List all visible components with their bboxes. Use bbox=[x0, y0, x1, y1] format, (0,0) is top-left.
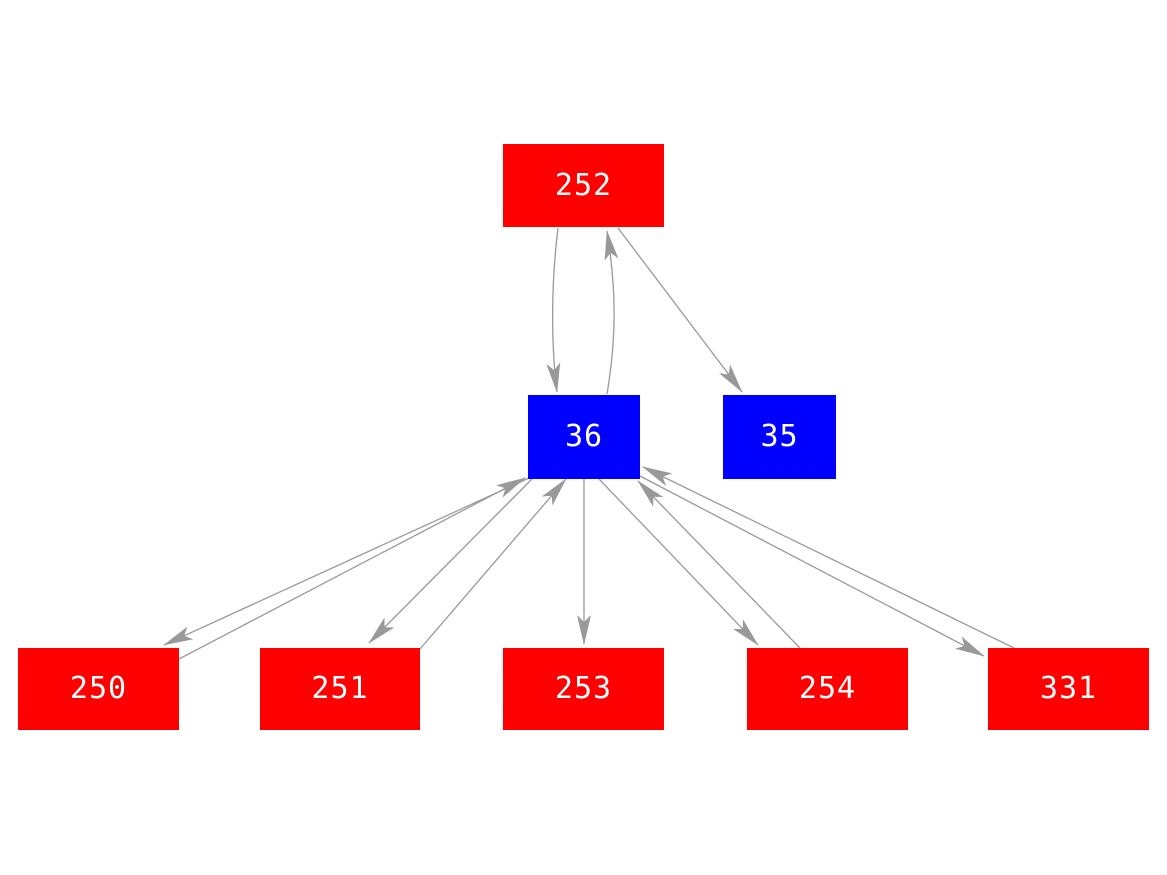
node-252[interactable]: 252 bbox=[503, 144, 664, 227]
edge-252-to-35 bbox=[617, 227, 743, 393]
node-label: 254 bbox=[798, 671, 857, 706]
edge-36-to-254 bbox=[598, 478, 759, 646]
edge-254-to-36 bbox=[637, 480, 801, 649]
edge-36-to-252 bbox=[604, 230, 619, 395]
node-250[interactable]: 250 bbox=[18, 648, 179, 730]
edge-250-to-36 bbox=[178, 477, 526, 660]
node-label: 252 bbox=[554, 167, 613, 203]
node-label: 36 bbox=[564, 419, 604, 454]
node-label: 250 bbox=[69, 671, 128, 706]
node-label: 253 bbox=[554, 671, 613, 706]
edge-36-to-331 bbox=[639, 475, 985, 657]
node-36[interactable]: 36 bbox=[528, 395, 640, 479]
node-label: 35 bbox=[760, 419, 799, 454]
node-253[interactable]: 253 bbox=[503, 648, 664, 730]
node-35[interactable]: 35 bbox=[723, 395, 836, 479]
node-label: 331 bbox=[1039, 671, 1098, 706]
edge-252-to-36 bbox=[546, 227, 561, 393]
edge-251-to-36 bbox=[419, 478, 567, 650]
edge-36-to-251 bbox=[368, 478, 533, 644]
node-331[interactable]: 331 bbox=[988, 648, 1149, 730]
edge-36-to-250 bbox=[163, 477, 530, 646]
node-254[interactable]: 254 bbox=[747, 648, 908, 730]
node-label: 251 bbox=[311, 671, 369, 706]
edge-331-to-36 bbox=[642, 466, 1015, 649]
node-251[interactable]: 251 bbox=[260, 648, 420, 730]
